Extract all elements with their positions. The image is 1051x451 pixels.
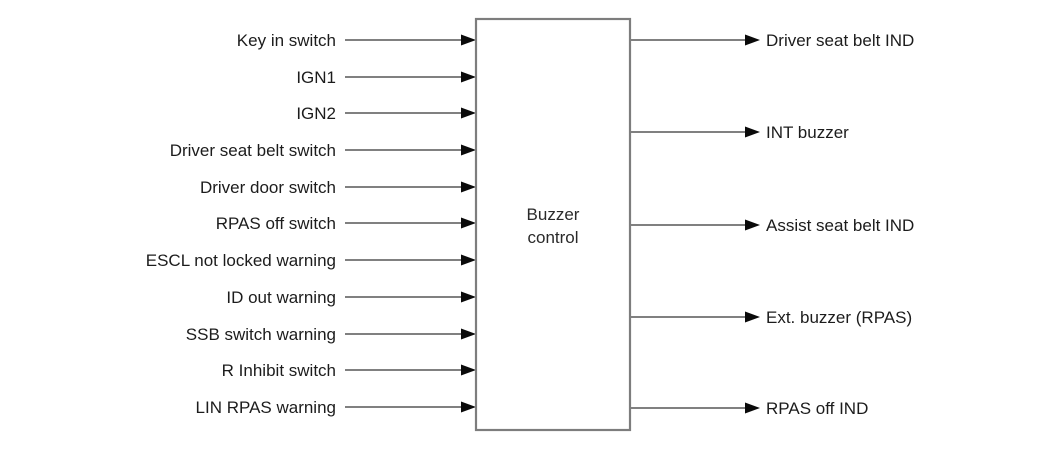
arrow-head-icon xyxy=(461,217,476,229)
input-label-4: Driver door switch xyxy=(200,178,336,197)
output-label-1: INT buzzer xyxy=(766,123,849,142)
arrow-head-icon xyxy=(745,219,760,231)
input-label-6: ESCL not locked warning xyxy=(146,251,336,270)
buzzer-control-block: Buzzer control xyxy=(474,17,632,432)
output-label-4: RPAS off IND xyxy=(766,399,868,418)
arrow-head-icon xyxy=(461,254,476,266)
input-label-2: IGN2 xyxy=(296,104,336,123)
arrow-head-icon xyxy=(461,34,476,46)
arrow-head-icon xyxy=(461,107,476,119)
input-label-5: RPAS off switch xyxy=(216,214,336,233)
block-label-line2: control xyxy=(527,228,578,247)
arrow-head-icon xyxy=(745,34,760,46)
output-label-3: Ext. buzzer (RPAS) xyxy=(766,308,912,327)
input-label-0: Key in switch xyxy=(237,31,336,50)
arrow-head-icon xyxy=(461,328,476,340)
arrow-head-icon xyxy=(745,126,760,138)
block-rectangle xyxy=(474,17,632,432)
block-label-line1: Buzzer xyxy=(527,205,580,224)
arrow-head-icon xyxy=(461,364,476,376)
arrow-head-icon xyxy=(461,291,476,303)
output-label-2: Assist seat belt IND xyxy=(766,216,914,235)
arrow-head-icon xyxy=(461,401,476,413)
arrow-head-icon xyxy=(461,71,476,83)
input-label-3: Driver seat belt switch xyxy=(170,141,336,160)
input-label-9: R Inhibit switch xyxy=(222,361,336,380)
input-label-7: ID out warning xyxy=(226,288,336,307)
output-label-0: Driver seat belt IND xyxy=(766,31,914,50)
input-label-8: SSB switch warning xyxy=(186,325,336,344)
arrow-head-icon xyxy=(745,311,760,323)
arrow-head-icon xyxy=(461,144,476,156)
arrow-head-icon xyxy=(461,181,476,193)
arrow-head-icon xyxy=(745,402,760,414)
input-label-1: IGN1 xyxy=(296,68,336,87)
input-label-10: LIN RPAS warning xyxy=(196,398,336,417)
